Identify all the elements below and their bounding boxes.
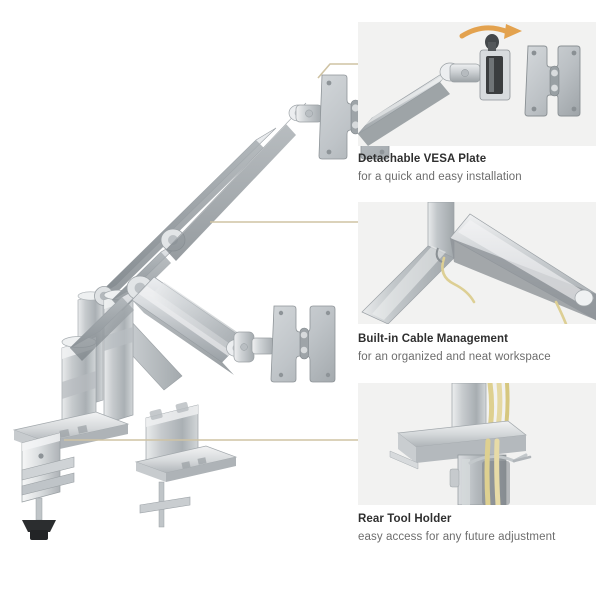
feature-subtitle-rear-tool-holder: easy access for any future adjustment (358, 531, 556, 543)
c-clamp-base (12, 411, 130, 540)
vesa-plate-lower (233, 305, 336, 383)
feature-title-built-in-cable-management: Built-in Cable Management (358, 333, 509, 345)
cable-bundle-lower-2 (494, 438, 501, 505)
feature-title-detachable-vesa-plate: Detachable VESA Plate (358, 153, 487, 165)
leader-line-vesa (317, 63, 358, 79)
cable-strand-2 (554, 300, 568, 324)
cable-strand-1 (441, 256, 476, 304)
cable-bundle-lower-1 (484, 438, 491, 505)
grommet-mount-base (134, 402, 238, 528)
feature-image-built-in-cable-management (358, 202, 596, 324)
rotation-arrow-head-icon (504, 24, 522, 39)
feature-title-rear-tool-holder: Rear Tool Holder (358, 513, 452, 525)
feature-image-rear-tool-holder (358, 383, 596, 505)
feature-image-detachable-vesa-plate (358, 22, 596, 146)
feature-subtitle-detachable-vesa-plate: for a quick and easy installation (358, 171, 522, 183)
rotation-arrow-icon (459, 25, 511, 39)
feature-subtitle-built-in-cable-management: for an organized and neat workspace (358, 351, 551, 363)
